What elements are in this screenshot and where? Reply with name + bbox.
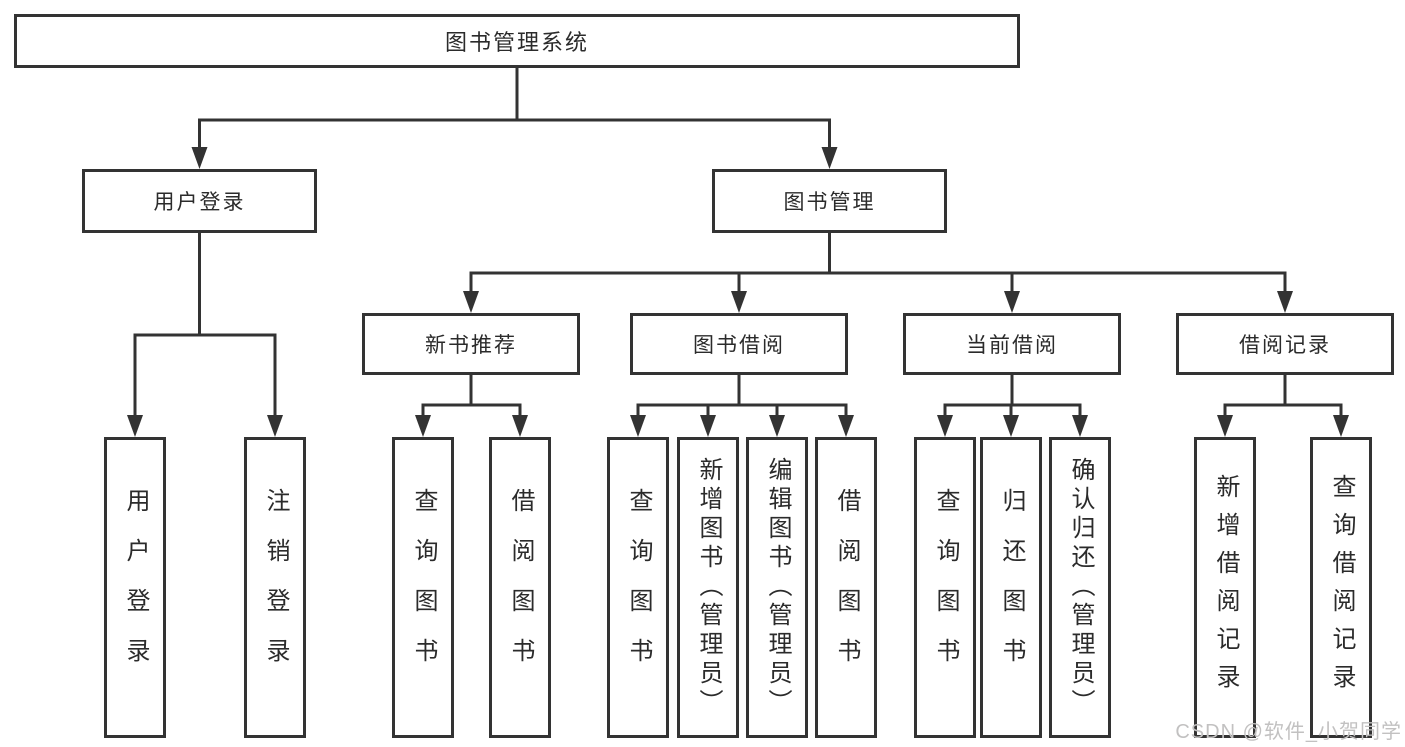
leaf-return-books: 归还图书 — [980, 437, 1042, 738]
edge-borrow-children — [636, 375, 848, 418]
leaf-recommend-borrow-books: 借阅图书 — [489, 437, 551, 738]
edge-recommend-children — [421, 375, 522, 418]
leaf-query-borrow-record-label: 查询借阅记录 — [1328, 473, 1355, 702]
edge-current-children — [943, 375, 1082, 418]
node-current-borrow-label: 当前借阅 — [966, 334, 1058, 357]
leaf-recommend-query-books: 查询图书 — [392, 437, 454, 738]
node-book-management-label: 图书管理 — [783, 191, 876, 214]
leaf-recommend-borrow-books-label: 借阅图书 — [507, 487, 534, 688]
leaf-return-books-label: 归还图书 — [998, 487, 1025, 688]
node-new-book-recommend: 新书推荐 — [362, 313, 580, 375]
leaf-confirm-return-admin-label: 确认归还（管理员） — [1067, 457, 1094, 718]
leaf-recommend-query-books-label: 查询图书 — [410, 487, 437, 688]
arrowheads — [127, 147, 1349, 437]
leaf-logout: 注销登录 — [244, 437, 306, 738]
leaf-current-query-books-label: 查询图书 — [932, 487, 959, 688]
leaf-edit-books-admin: 编辑图书（管理员） — [746, 437, 808, 738]
leaf-user-login: 用户登录 — [104, 437, 166, 738]
node-user-login-label: 用户登录 — [153, 191, 246, 214]
leaf-edit-books-admin-label: 编辑图书（管理员） — [764, 457, 791, 718]
node-root-label: 图书管理系统 — [444, 30, 589, 55]
leaf-add-borrow-record: 新增借阅记录 — [1194, 437, 1256, 738]
node-root: 图书管理系统 — [14, 14, 1020, 68]
leaf-add-books-admin: 新增图书（管理员） — [677, 437, 739, 738]
edge-user-login-children — [133, 233, 277, 418]
leaf-borrow-books: 借阅图书 — [815, 437, 877, 738]
leaf-borrow-query-books: 查询图书 — [607, 437, 669, 738]
leaf-current-query-books: 查询图书 — [914, 437, 976, 738]
node-book-management: 图书管理 — [712, 169, 947, 233]
leaf-borrow-query-books-label: 查询图书 — [625, 487, 652, 688]
node-book-borrow-label: 图书借阅 — [693, 334, 785, 357]
leaf-query-borrow-record: 查询借阅记录 — [1310, 437, 1372, 738]
node-borrow-records-label: 借阅记录 — [1239, 334, 1331, 357]
node-user-login: 用户登录 — [82, 169, 317, 233]
leaf-user-login-label: 用户登录 — [122, 487, 149, 688]
node-new-book-recommend-label: 新书推荐 — [425, 334, 517, 357]
edge-records-children — [1223, 375, 1343, 418]
node-borrow-records: 借阅记录 — [1176, 313, 1394, 375]
edge-root-to-level2 — [198, 68, 831, 150]
node-current-borrow: 当前借阅 — [903, 313, 1121, 375]
edge-book-management-children — [469, 233, 1287, 294]
leaf-add-books-admin-label: 新增图书（管理员） — [695, 457, 722, 718]
node-book-borrow: 图书借阅 — [630, 313, 848, 375]
leaf-add-borrow-record-label: 新增借阅记录 — [1212, 473, 1239, 702]
leaf-borrow-books-label: 借阅图书 — [833, 487, 860, 688]
leaf-logout-label: 注销登录 — [262, 487, 289, 688]
leaf-confirm-return-admin: 确认归还（管理员） — [1049, 437, 1111, 738]
csdn-watermark: CSDN @软件_小贺同学 — [1175, 721, 1402, 743]
